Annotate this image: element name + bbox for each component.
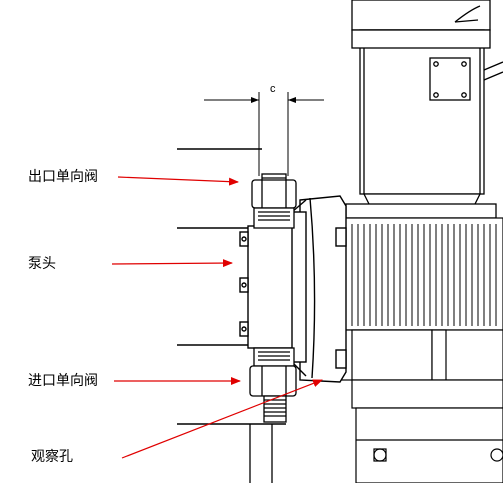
diaphragm-flange bbox=[299, 195, 347, 383]
pump-head-body bbox=[239, 199, 307, 377]
label-outlet-check-valve: 出口单向阀 bbox=[28, 169, 98, 185]
outlet-valve bbox=[251, 173, 297, 229]
dimension-c bbox=[204, 92, 324, 176]
motor bbox=[345, 0, 503, 219]
inlet-valve bbox=[249, 347, 297, 483]
reference-lines bbox=[177, 148, 286, 425]
cooling-fins bbox=[351, 224, 497, 326]
arrow-pump-head bbox=[111, 259, 233, 268]
arrow-outlet-valve bbox=[117, 176, 239, 186]
pointer-arrows bbox=[111, 176, 323, 459]
dimension-c-label: c bbox=[270, 83, 276, 95]
label-pump-head: 泵头 bbox=[28, 256, 56, 272]
arrow-sight-hole bbox=[121, 379, 323, 459]
label-sight-hole: 观察孔 bbox=[31, 449, 73, 465]
gear-housing bbox=[339, 217, 503, 483]
label-inlet-check-valve: 进口单向阀 bbox=[28, 373, 98, 389]
